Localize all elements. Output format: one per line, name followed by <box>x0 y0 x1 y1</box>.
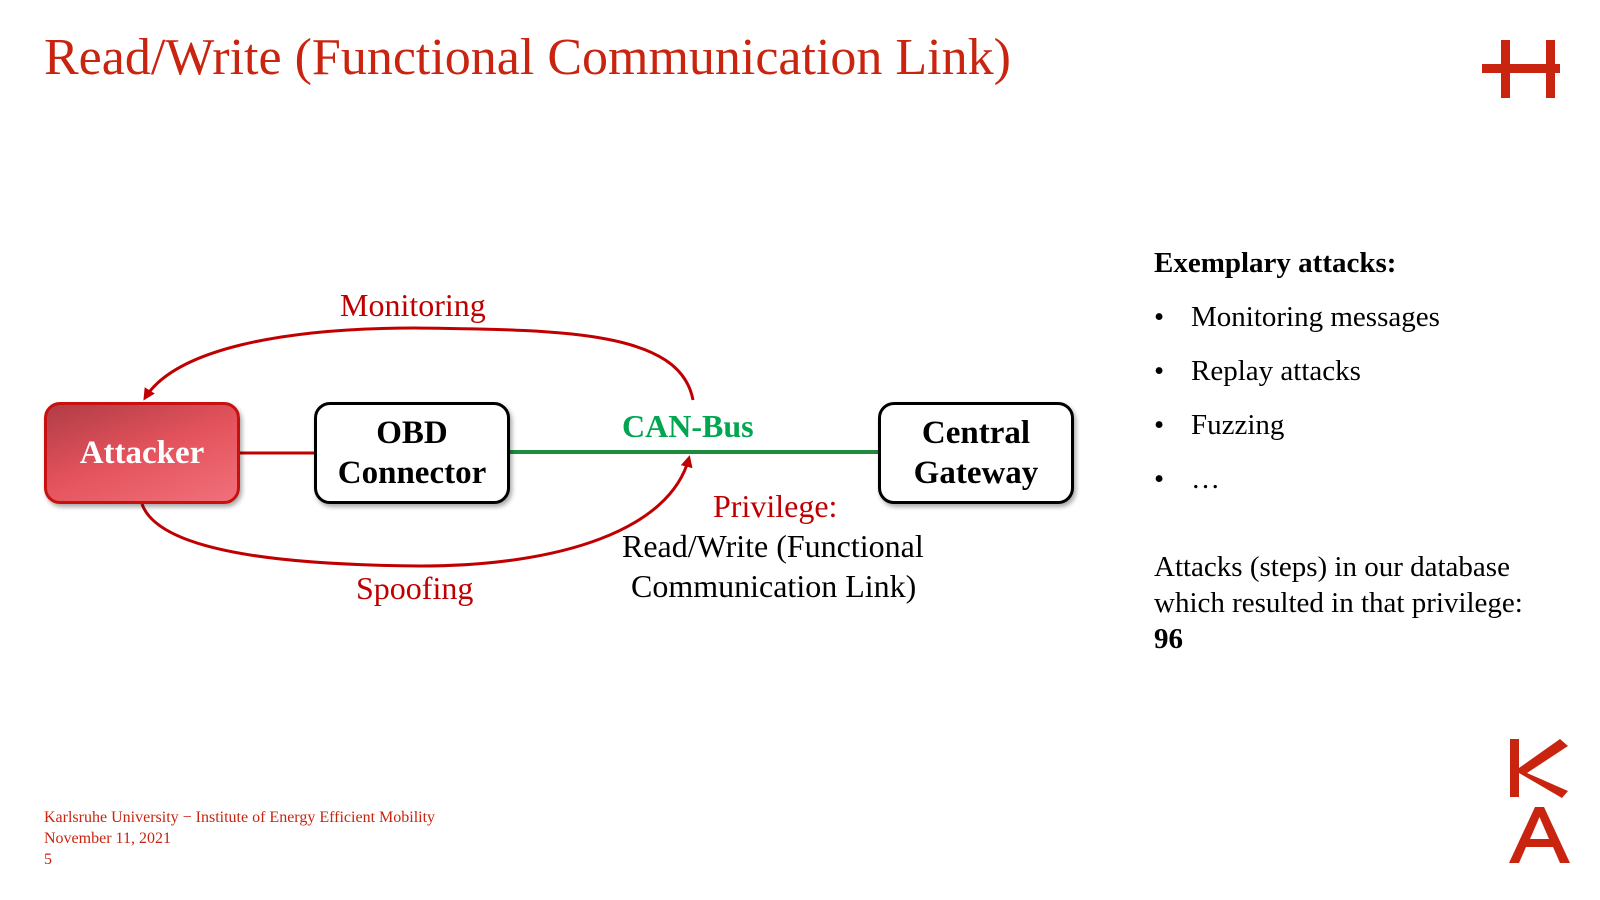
bullet-icon: • <box>1154 301 1165 333</box>
obd-label-line1: OBD <box>376 415 448 451</box>
slide-title: Read/Write (Functional Communication Lin… <box>44 29 1011 86</box>
monitoring-label: Monitoring <box>340 287 486 323</box>
obd-label-line2: Connector <box>337 455 487 491</box>
bullet-icon: • <box>1154 355 1165 387</box>
obd-connector-node: OBD Connector <box>314 402 510 504</box>
attack-item-text: Monitoring messages <box>1191 301 1440 333</box>
attacker-label: Attacker <box>79 435 205 471</box>
bullet-icon: • <box>1154 463 1165 495</box>
attack-item-text: Replay attacks <box>1191 355 1361 387</box>
exemplary-attacks-heading: Exemplary attacks: <box>1154 247 1397 279</box>
attacker-node: Attacker <box>44 402 240 504</box>
exemplary-attacks-panel: Exemplary attacks: • Monitoring messages … <box>1154 245 1594 657</box>
attack-item-text: Fuzzing <box>1191 409 1285 441</box>
footer-institution: Karlsruhe University − Institute of Ener… <box>44 809 436 826</box>
footer: Karlsruhe University − Institute of Ener… <box>44 807 435 870</box>
attack-list: • Monitoring messages • Replay attacks • Fu… <box>1154 299 1594 497</box>
list-item: • Replay attacks <box>1154 353 1594 389</box>
spoofing-arrow <box>140 455 693 568</box>
list-item: • Monitoring messages <box>1154 299 1594 335</box>
can-bus-label: CAN-Bus <box>622 408 754 444</box>
page-number: 5 <box>44 851 52 868</box>
gateway-label-line1: Central <box>921 415 1031 451</box>
database-note-line2: which resulted in that privilege: <box>1154 587 1523 619</box>
monitoring-arrow <box>143 326 695 401</box>
footer-date: November 11, 2021 <box>44 830 171 847</box>
list-item: • Fuzzing <box>1154 407 1594 443</box>
ka-logo-icon <box>1509 739 1570 863</box>
gateway-label-line2: Gateway <box>913 455 1039 491</box>
attack-item-text: … <box>1191 463 1220 495</box>
h-logo-icon <box>1482 40 1560 98</box>
privilege-heading: Privilege: <box>713 488 838 524</box>
privilege-line-2: Communication Link) <box>631 568 917 604</box>
database-note-line1: Attacks (steps) in our database <box>1154 551 1510 583</box>
spoofing-label: Spoofing <box>356 570 474 606</box>
attack-count: 96 <box>1154 623 1183 655</box>
bullet-icon: • <box>1154 409 1165 441</box>
privilege-line-1: Read/Write (Functional <box>622 528 924 564</box>
list-item: •… <box>1154 461 1594 497</box>
database-note: Attacks (steps) in our database which re… <box>1154 549 1594 621</box>
central-gateway-node: Central Gateway <box>878 402 1074 504</box>
